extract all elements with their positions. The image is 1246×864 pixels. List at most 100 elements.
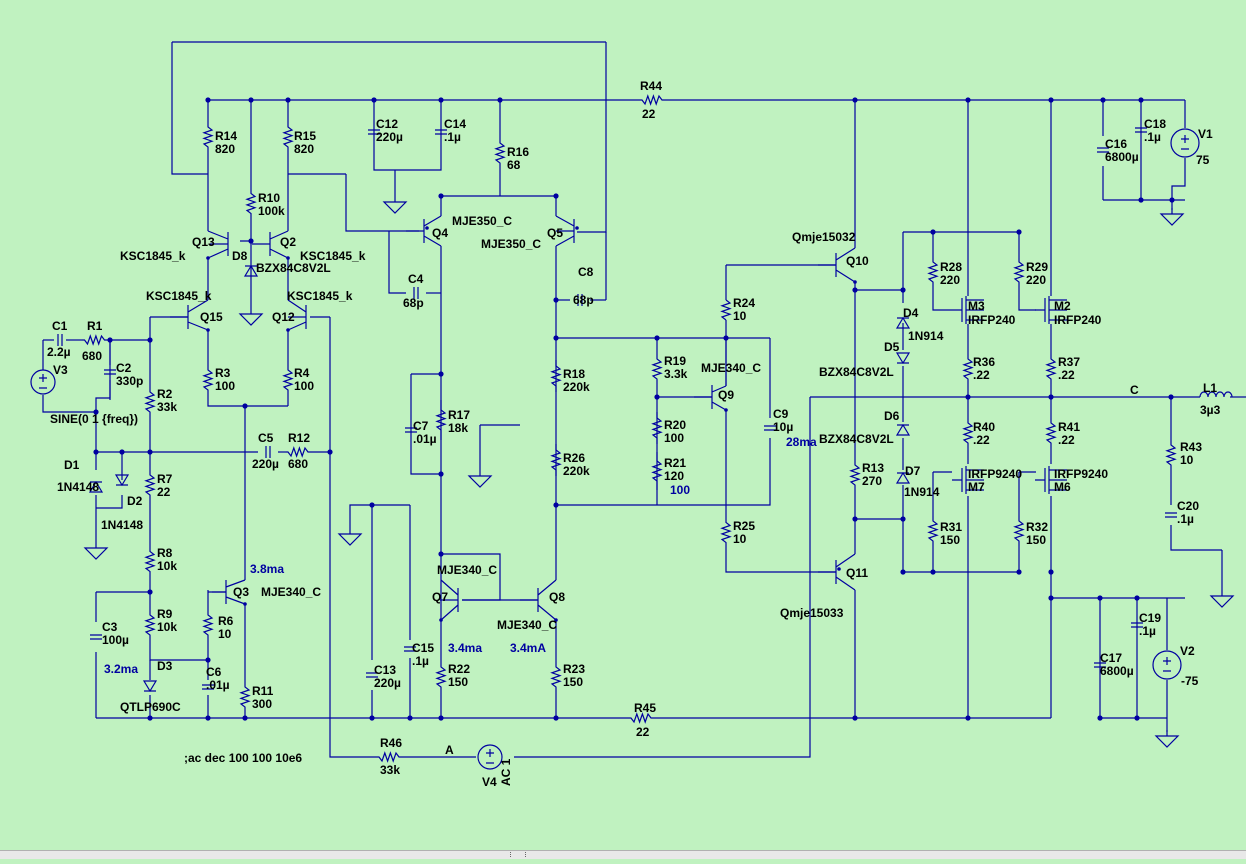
- junction: [147, 449, 152, 454]
- r8-value: 10k: [157, 559, 177, 573]
- r40-resistor: R40.22: [964, 418, 995, 448]
- c8-value: 68p: [573, 293, 594, 307]
- ground-icon: [85, 542, 107, 559]
- wire: [208, 394, 288, 406]
- m2-value: IRFP240: [1054, 313, 1102, 327]
- junction: [147, 337, 152, 342]
- junction: [147, 589, 152, 594]
- r37-ref: R37: [1058, 355, 1080, 369]
- r3-ref: R3: [215, 366, 231, 380]
- emitter-arrow-icon: [837, 567, 841, 571]
- c6-capacitor: C6.01µ: [202, 665, 230, 692]
- resistor-body: [1047, 354, 1055, 384]
- annotation-r21: 100: [670, 483, 690, 497]
- v3-value: SINE(0 1 {freq}): [50, 412, 138, 426]
- c2-ref: C2: [116, 361, 132, 375]
- c4-ref: C4: [408, 272, 424, 286]
- scrollbar-grip[interactable]: [510, 852, 526, 857]
- r37-resistor: R37.22: [1047, 354, 1080, 384]
- junction: [654, 394, 659, 399]
- resistor-body: [552, 444, 560, 476]
- c14-value: .1µ: [444, 130, 461, 144]
- v4-value: AC 1: [499, 758, 513, 786]
- c12-ref: C12: [376, 117, 398, 131]
- d8-value: BZX84C8V2L: [256, 261, 331, 275]
- junction: [438, 97, 443, 102]
- junction: [497, 97, 502, 102]
- r44-value: 22: [642, 107, 656, 121]
- q10-value: Qmje15032: [792, 230, 856, 244]
- r21-value: 120: [664, 469, 684, 483]
- wire: [172, 42, 208, 174]
- r36-ref: R36: [973, 355, 995, 369]
- r31-ref: R31: [940, 520, 962, 534]
- r1-ref: R1: [87, 319, 103, 333]
- l1-value: 3µ3: [1200, 403, 1221, 417]
- junction: [965, 97, 970, 102]
- r43-value: 10: [1180, 453, 1194, 467]
- c18-ref: C18: [1144, 117, 1166, 131]
- r3-value: 100: [215, 379, 235, 393]
- junction: [407, 715, 412, 720]
- resistor-body: [1015, 516, 1023, 546]
- r14-ref: R14: [215, 129, 237, 143]
- d5-ref: D5: [884, 340, 900, 354]
- resistor-body: [653, 354, 661, 384]
- r12-ref: R12: [288, 431, 310, 445]
- horizontal-scrollbar[interactable]: [0, 850, 1246, 859]
- r23-ref: R23: [563, 662, 585, 676]
- m7-value: IRFP9240: [968, 467, 1022, 481]
- c9-ref: C9: [773, 407, 789, 421]
- junction: [1016, 569, 1021, 574]
- r29-value: 220: [1026, 273, 1046, 287]
- junction: [285, 97, 290, 102]
- wire: [726, 545, 836, 572]
- r2-value: 33k: [157, 400, 177, 414]
- c1-value: 2.2µ: [47, 345, 71, 359]
- junction: [900, 287, 905, 292]
- r7-ref: R7: [157, 472, 173, 486]
- d6-ref: D6: [884, 409, 900, 423]
- junction: [852, 97, 857, 102]
- resistor-body: [552, 662, 560, 692]
- resistor-body: [204, 610, 212, 640]
- emitter-arrow-icon: [425, 226, 429, 230]
- resistor-body: [722, 300, 730, 320]
- junction: [205, 97, 210, 102]
- junction: [371, 97, 376, 102]
- junction: [369, 715, 374, 720]
- c13-ref: C13: [374, 663, 396, 677]
- r10-ref: R10: [258, 191, 280, 205]
- v2-source: V2-75: [1153, 644, 1199, 688]
- resistor-body: [628, 714, 654, 722]
- r36-value: .22: [973, 368, 990, 382]
- r40-ref: R40: [973, 420, 995, 434]
- q4-ref: Q4: [432, 226, 448, 240]
- r12-value: 680: [288, 457, 308, 471]
- q3-ref: Q3: [233, 585, 249, 599]
- r7-value: 22: [157, 485, 171, 499]
- resistor-body: [1015, 258, 1023, 286]
- resistor-body: [722, 520, 730, 545]
- q8-ref: Q8: [549, 590, 565, 604]
- wire: [43, 395, 96, 412]
- c5-value: 220µ: [252, 457, 279, 471]
- resistor-body: [964, 418, 972, 448]
- current-annotation-d3: 3.2ma: [104, 662, 138, 676]
- resistor-body: [496, 138, 504, 168]
